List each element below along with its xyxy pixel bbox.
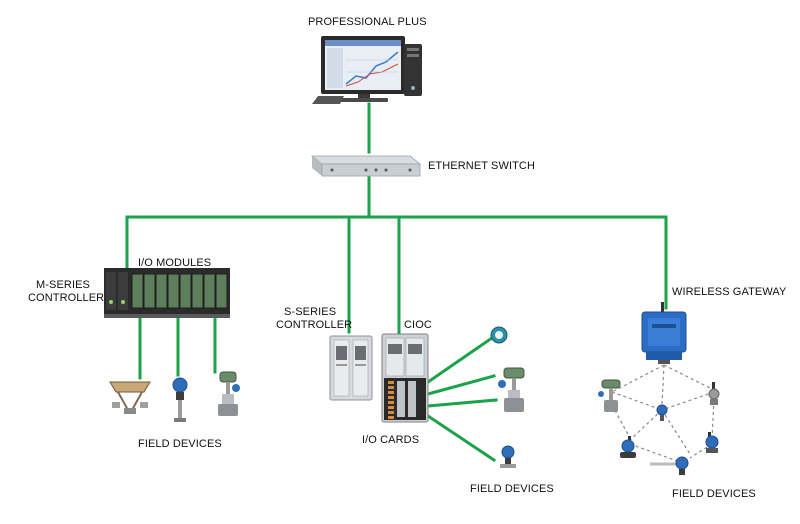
s-series-controller-icon — [329, 335, 373, 401]
transmitter-icon — [656, 404, 668, 421]
valve-icon — [109, 381, 151, 414]
ethernet-switch-icon — [310, 155, 422, 177]
label-s-series-line1: S-SERIES — [284, 306, 337, 318]
workstation-icon — [312, 36, 422, 104]
transmitter-icon — [172, 377, 188, 422]
field-devices-left — [109, 371, 240, 422]
label-io-cards: I/O CARDS — [362, 434, 420, 446]
field-devices-center — [490, 326, 525, 468]
label-ethernet-switch: ETHERNET SWITCH — [428, 160, 536, 172]
link-cioc-device-2 — [426, 374, 496, 396]
valve-icon — [218, 371, 240, 416]
label-field-devices-right: FIELD DEVICES — [672, 488, 756, 500]
transmitter-icon — [705, 432, 719, 453]
label-cioc: CIOC — [404, 319, 432, 331]
valve-icon — [498, 367, 525, 412]
transmitter-icon — [650, 456, 689, 475]
transmitter-icon — [708, 382, 720, 405]
network-links — [125, 102, 668, 463]
label-m-series-line2: CONTROLLER — [28, 292, 105, 304]
m-series-controller-icon — [104, 268, 230, 318]
label-field-devices-left: FIELD DEVICES — [138, 438, 222, 450]
label-field-devices-center: FIELD DEVICES — [470, 483, 554, 495]
io-card-icon — [384, 378, 426, 420]
transmitter-icon — [500, 445, 516, 468]
field-devices-right — [598, 379, 720, 475]
label-wireless-gateway: WIRELESS GATEWAY — [672, 286, 787, 298]
link-cioc-device-3 — [426, 398, 498, 408]
label-professional-plus: PROFESSIONAL PLUS — [308, 16, 427, 28]
label-io-modules: I/O MODULES — [138, 257, 212, 269]
valve-icon — [598, 379, 621, 412]
label-s-series-line2: CONTROLLER — [276, 319, 353, 331]
link-cioc-device-4 — [425, 413, 497, 463]
transmitter-icon — [490, 326, 508, 344]
wireless-gateway-icon — [641, 302, 687, 364]
transmitter-icon — [620, 436, 636, 458]
link-cioc-device-1 — [425, 335, 495, 385]
label-m-series-line1: M-SERIES — [36, 279, 90, 291]
